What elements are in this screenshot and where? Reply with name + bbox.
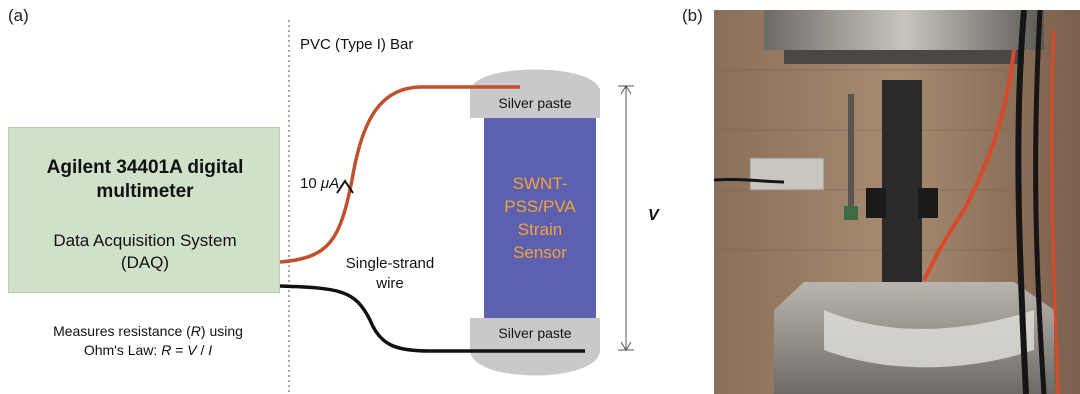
daq-subtitle-line2: (DAQ)	[120, 253, 170, 272]
daq-title-line2: multimeter	[96, 181, 194, 202]
strain-sensor	[484, 118, 596, 318]
sensor-label-line3: Strain	[517, 220, 563, 239]
wire-label: Single-strand wire	[338, 254, 442, 294]
current-value: 10	[300, 175, 321, 192]
current-label: 10 μA	[300, 175, 339, 192]
voltage-arrow-top	[620, 85, 632, 95]
pvc-bar-label: PVC (Type I) Bar	[300, 36, 414, 53]
silver-paste-bottom	[470, 318, 600, 348]
voltage-arrow-bottom	[620, 341, 632, 351]
red-wire	[279, 85, 520, 264]
silver-paste-top	[470, 88, 600, 118]
silver-paste-bottom-label: Silver paste	[498, 325, 572, 341]
ohms-law-line1: Measures resistance (R) using	[53, 323, 243, 339]
panel-a-label: (a)	[8, 6, 29, 25]
ohms-law-note: Measures resistance (R) using Ohm's Law:…	[12, 322, 284, 360]
schematic-drawing	[279, 20, 634, 394]
silver-paste-top-label: Silver paste	[498, 95, 572, 111]
daq-subtitle-line1: Data Acquisition System	[53, 231, 237, 250]
sensor-label-line2: PSS/PVA	[504, 197, 576, 216]
daq-box: Agilent 34401A digital multimeter Data A…	[8, 127, 280, 293]
test-setup-photo	[714, 10, 1080, 394]
wire-label-line2: wire	[376, 275, 404, 292]
current-arrow	[336, 179, 354, 194]
voltage-label: V	[648, 207, 659, 224]
current-unit: μA	[320, 175, 340, 192]
sensor-label: SWNT- PSS/PVA Strain Sensor	[484, 172, 596, 264]
sensor-label-line4: Sensor	[513, 243, 567, 262]
daq-title: Agilent 34401A digital multimeter	[9, 156, 281, 204]
daq-subtitle: Data Acquisition System (DAQ)	[9, 230, 281, 274]
ohms-law-line2: Ohm's Law: R = V / I	[83, 342, 213, 358]
wire-label-line1: Single-strand	[345, 255, 435, 272]
sensor-label-line1: SWNT-	[512, 174, 568, 193]
black-wire	[279, 284, 585, 353]
daq-title-line1: Agilent 34401A digital	[46, 157, 244, 178]
panel-b-label: (b)	[682, 6, 703, 25]
